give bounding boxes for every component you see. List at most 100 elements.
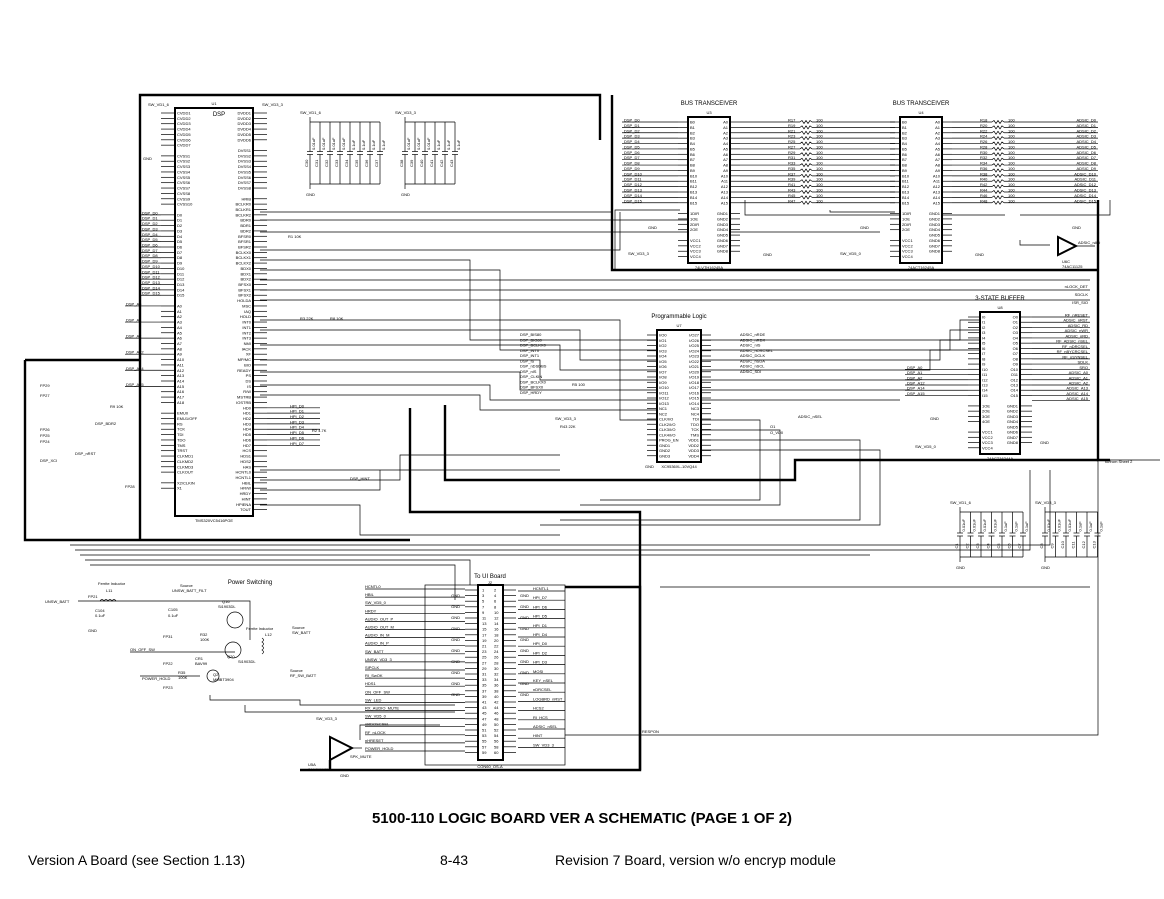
j2-gnd-label: GND	[451, 659, 460, 664]
pin-label: O13	[1010, 383, 1018, 388]
j2-gnd-label: GND	[520, 681, 529, 686]
pin-label: BCLKX1	[236, 255, 252, 260]
pin-label: B7	[902, 157, 908, 162]
pin-label: PROG_EN	[659, 438, 679, 443]
chip-heading: BUS TRANSCEIVER	[681, 101, 738, 107]
resistor-ref: R21	[788, 128, 796, 133]
u8-net-label-right: ADSIC_A15	[1066, 396, 1088, 401]
pin-label: IOSTRB	[236, 400, 251, 405]
resistor-symbol	[991, 119, 1005, 125]
u5-ref: U5A	[308, 762, 316, 767]
pin-label: CVDD1	[177, 111, 191, 116]
pin-label: CVSS1	[177, 153, 191, 158]
capacitor-value: 0.01uF	[416, 137, 421, 150]
u8-net-label-left: DSP_A14	[907, 386, 925, 391]
j2-pin-number: 46	[494, 711, 499, 716]
power-label: SW_BATT	[292, 630, 311, 635]
pin-label: 1OE	[690, 216, 698, 221]
pin-label: I14	[982, 388, 988, 393]
j2-net-right: nDRCSEL	[533, 687, 552, 692]
pin-label: HD1	[243, 411, 252, 416]
pin-label: CVSS3	[177, 164, 191, 169]
j2-pin-number: 48	[494, 716, 499, 721]
pin-label: I/O15	[689, 396, 700, 401]
capacitor-ref: C6	[1007, 543, 1012, 549]
resistor-symbol	[799, 136, 813, 141]
pin-label: A15	[933, 200, 941, 205]
dsp-misc-label: DSP_HINT	[350, 476, 370, 481]
u8-net-label-left: DSP_A15	[907, 391, 925, 396]
pin-label: VCC3	[690, 249, 701, 254]
u8-gnd-label-2: GND	[1040, 440, 1049, 445]
power-label: 100K	[200, 637, 210, 642]
pin-label: A13	[721, 190, 729, 195]
dsp-misc-label: R1 10K	[288, 234, 302, 239]
pin-label: A3	[935, 136, 941, 141]
pin-label: I/O4	[659, 354, 667, 359]
pin-label: A3	[177, 320, 183, 325]
pin-label: GND1	[929, 211, 941, 216]
pin-label: GND6	[1007, 430, 1019, 435]
pin-label: HD5	[243, 432, 252, 437]
u4-net-label: ADSIC_D0	[1076, 118, 1096, 123]
u8-net-label-right: ADSIC_RD	[1068, 323, 1088, 328]
pin-label: B9	[690, 168, 696, 173]
pin-label: B5	[902, 146, 908, 151]
capacitor-ref: C43	[449, 159, 454, 167]
u8-net-label-right: ADSIC_nRD	[1066, 333, 1089, 338]
resistor-symbol	[799, 146, 813, 152]
pin-label: HD0	[243, 405, 252, 410]
j2-pin-number: 41	[482, 700, 487, 705]
pin-label: I/O1	[659, 338, 667, 343]
pin-label: GND1	[717, 211, 729, 216]
pin-label: EMU0	[177, 411, 189, 416]
u7-net-label-left: DSP_BCLKX0	[520, 379, 547, 384]
pin-label: A4	[177, 325, 183, 330]
j2-pin-number: 44	[494, 705, 499, 710]
u3-net-label: DSP_D6	[624, 150, 640, 155]
capacitor-value: 0.01uF	[982, 518, 987, 531]
capacitor-ref: C1	[954, 543, 959, 549]
resistor-symbol	[991, 189, 1005, 195]
pin-label: D11	[177, 271, 185, 276]
u3-net-label: DSP_D15	[624, 198, 643, 203]
capacitor-value: 0.1uF	[361, 139, 366, 150]
pin-label: A2	[935, 130, 941, 135]
power-label: FP23	[163, 685, 173, 690]
pin-label: VCC4	[982, 445, 993, 450]
net-label-dsp-data: DSP_D14	[142, 285, 161, 290]
pin-label: BCLKX0	[236, 250, 252, 255]
resistor-ref: R37	[788, 171, 796, 176]
chip-ref: U1	[211, 101, 217, 106]
chip-ref: U3	[706, 110, 712, 115]
net-label-hpi: HPI_D7	[290, 441, 305, 446]
caps-top-1-power-label: SW_VD1_6	[300, 110, 322, 115]
capacitor-ref: C37	[374, 159, 379, 167]
u7-net-label-left: DSP_BFSX0	[520, 385, 544, 390]
pin-label: O2	[1013, 325, 1019, 330]
j2-net-right: HPI_D7	[533, 595, 548, 600]
u7-net-label-right: ADSIC_nSCL	[740, 364, 765, 369]
capacitor-value: 0.1uF	[1088, 521, 1093, 532]
pin-label: GND8	[929, 249, 941, 254]
u3-body	[687, 116, 731, 264]
u8-net-label-right: SDLK	[1078, 360, 1089, 365]
pin-label: CVSS7	[177, 186, 191, 191]
pin-label: B3	[690, 136, 696, 141]
pin-label: BFSR1	[238, 239, 252, 244]
pin-label: I/O25	[689, 343, 700, 348]
pin-label: GND6	[717, 238, 729, 243]
pin-label: 4OE	[982, 419, 990, 424]
pin-label: GND6	[929, 238, 941, 243]
pin-label: 2OE	[690, 227, 698, 232]
net-label-dsp-data: DSP_D0	[142, 210, 158, 215]
pin-label: CLKMD3	[177, 464, 194, 469]
u3-net-label: DSP_D11	[624, 177, 642, 182]
j2-pin-number: 3	[482, 593, 485, 598]
j2-net-left: nHRESET	[365, 738, 384, 743]
pin-label: O8	[1013, 356, 1019, 361]
j2-gnd-label: GND	[451, 593, 460, 598]
dsp-misc-label: DSP_XCI	[40, 458, 57, 463]
capacitor-ref: C36	[364, 159, 369, 167]
pin-label: 1OE	[902, 216, 910, 221]
